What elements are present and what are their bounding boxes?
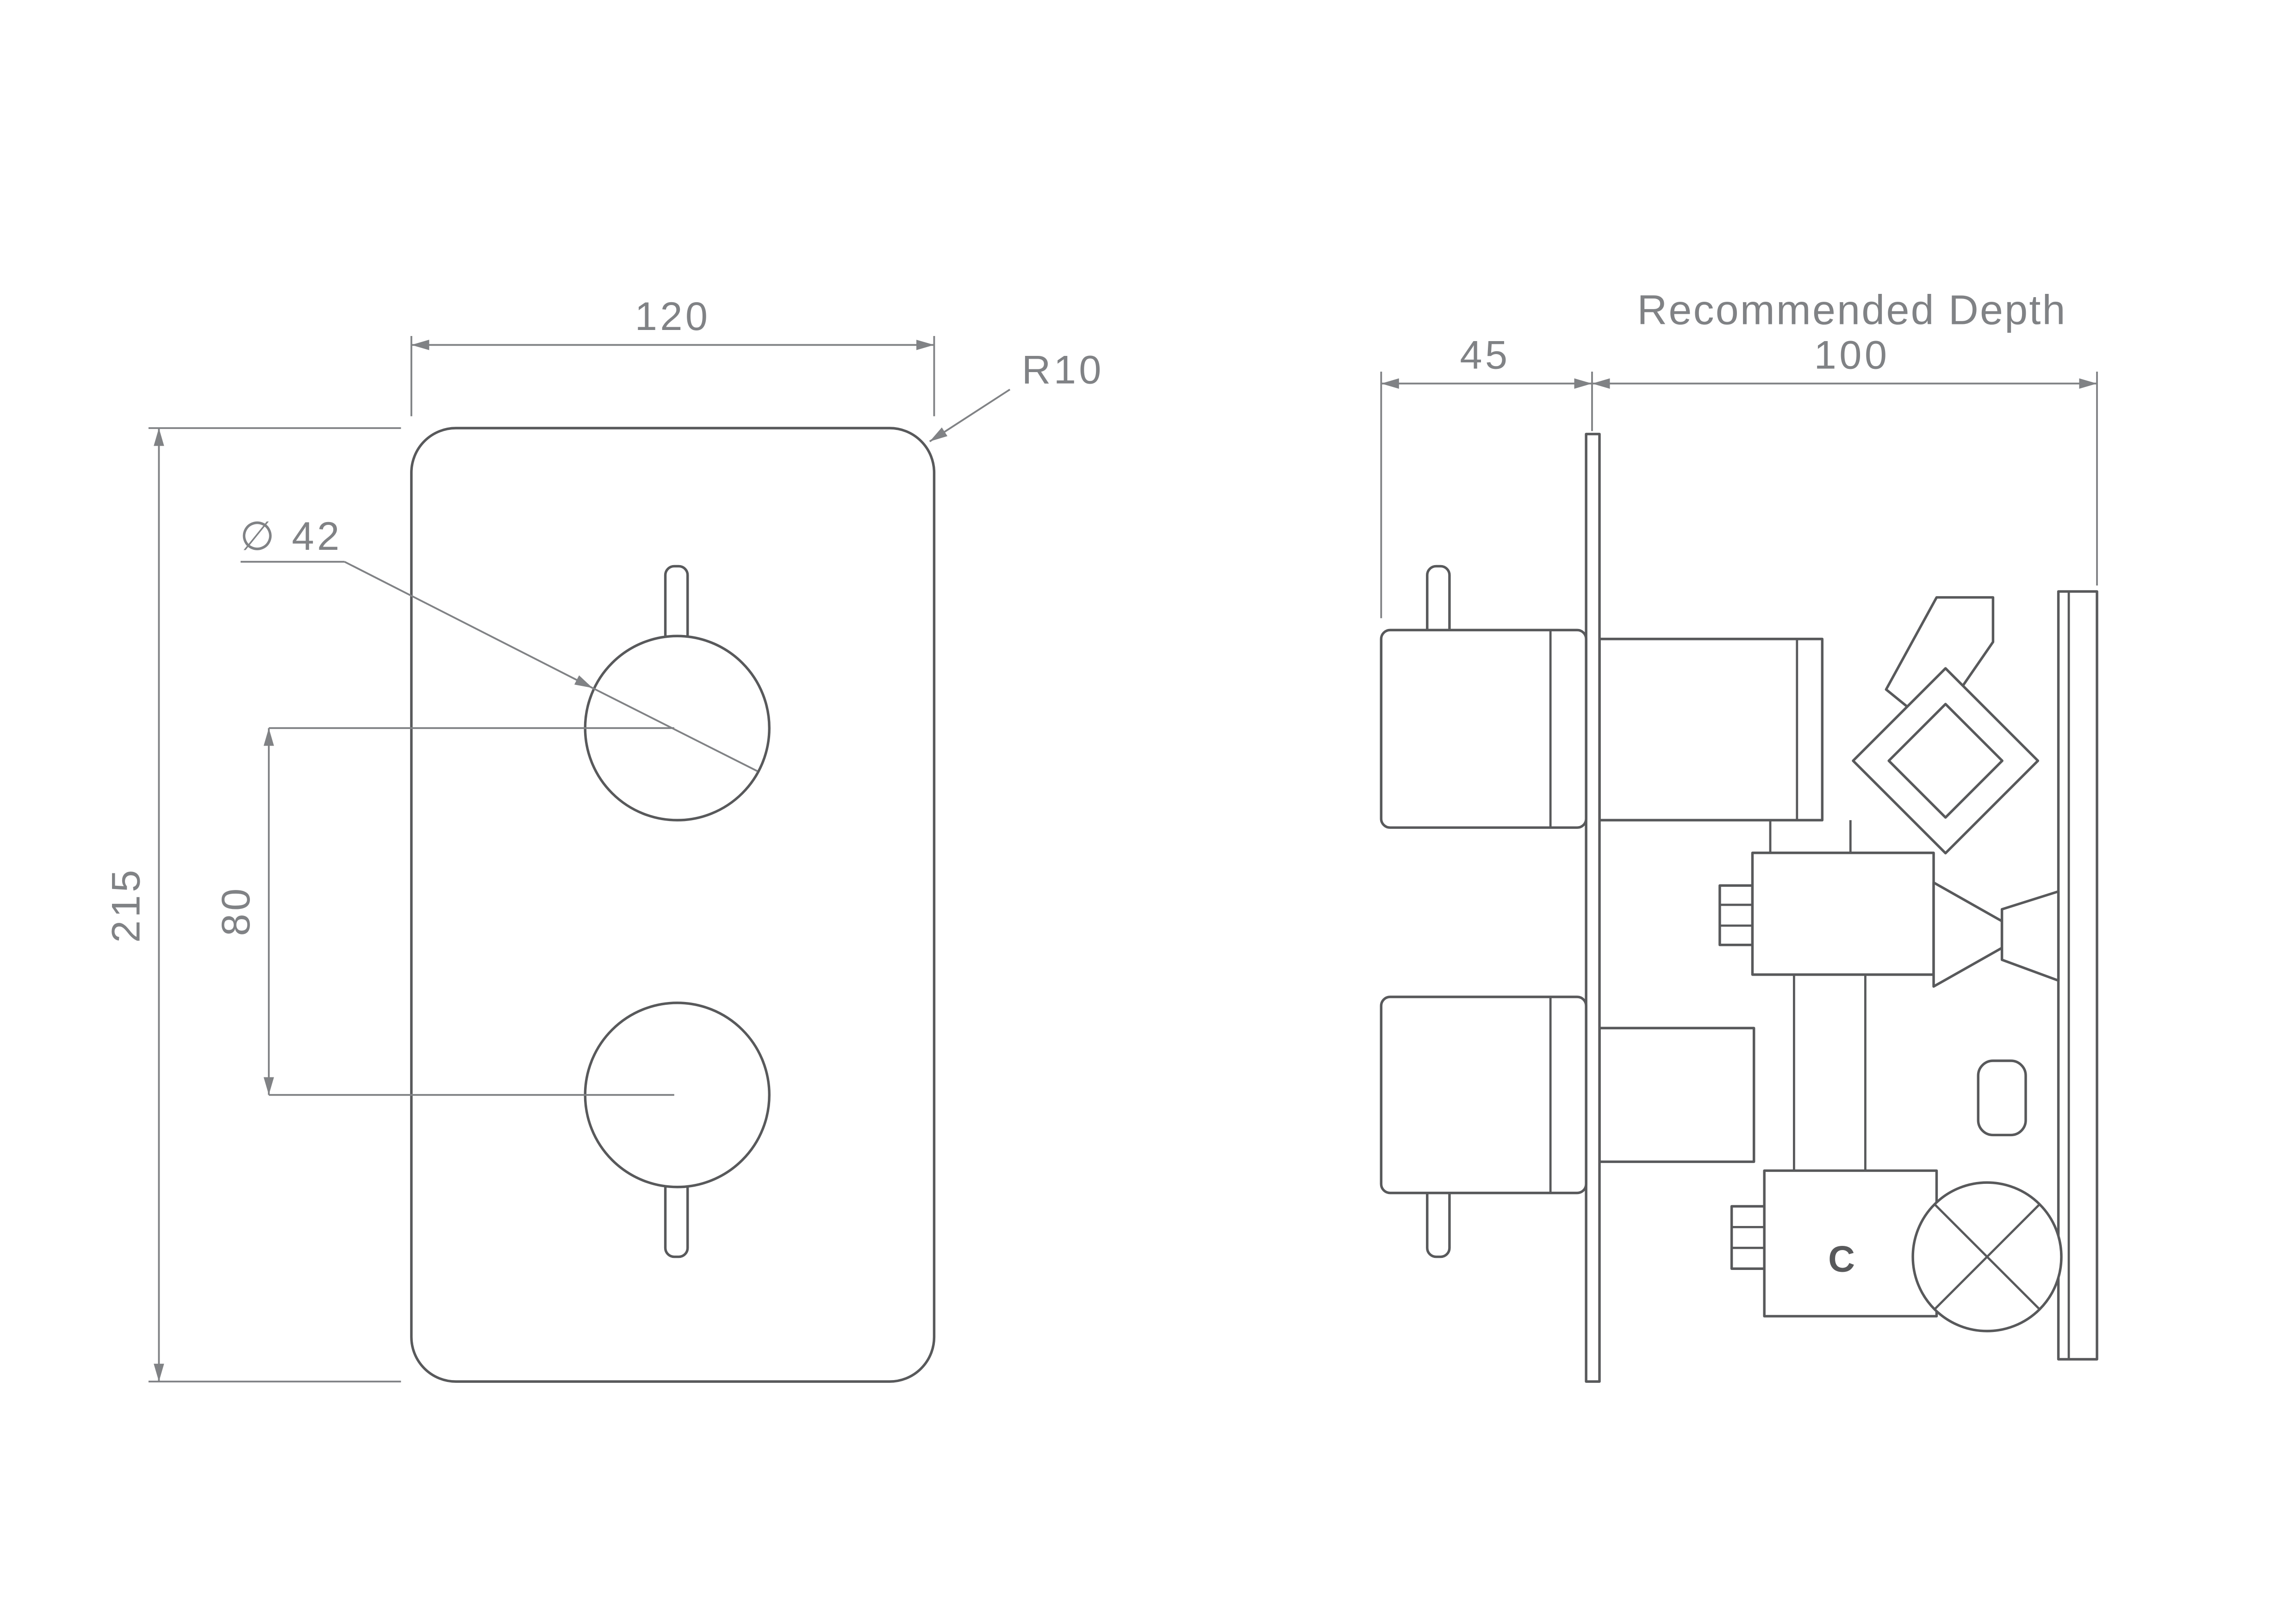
faceplate-front xyxy=(410,427,936,1383)
bottom-knob-handle xyxy=(664,1178,689,1258)
screw-slot-line xyxy=(1934,1204,2040,1310)
hex-nut-bottom xyxy=(1730,1205,1766,1270)
top-knob-handle xyxy=(664,565,689,645)
hex-nut-mid xyxy=(1718,884,1754,946)
valve-body-top xyxy=(1598,637,1824,821)
side-bottom-handle xyxy=(1380,996,1587,1195)
side-top-handle xyxy=(1380,628,1587,829)
outlet-funnel-neck xyxy=(1932,881,2004,988)
elbow-inner xyxy=(1887,703,2004,819)
dia42-leader xyxy=(344,561,593,689)
cold-port-block xyxy=(1763,1169,1938,1318)
dim-80-label: 80 xyxy=(214,885,258,936)
side-bottom-handle-pin xyxy=(1426,1184,1451,1258)
dim-215-label: 215 xyxy=(104,867,149,943)
dim-100-label: 100 xyxy=(1814,333,1890,378)
bottom-handle-shaft xyxy=(1598,1027,1755,1163)
outlet-funnel-flare xyxy=(2000,890,2060,982)
side-view: C xyxy=(1380,433,2098,1383)
r10-leader xyxy=(929,388,1011,442)
mid-valve-block xyxy=(1751,852,1935,976)
front-view xyxy=(410,427,936,1383)
front-dimensions: 120 R10 ∅ 42 80 215 xyxy=(104,294,1104,1383)
dim-45-label: 45 xyxy=(1460,333,1510,378)
faceplate-side xyxy=(1585,433,1601,1383)
elbow-fitting xyxy=(1852,667,2040,855)
dim-120-label: 120 xyxy=(635,294,711,339)
dia42-label: ∅ 42 xyxy=(240,514,342,559)
dia42-leader-tail xyxy=(592,687,758,772)
retaining-clip xyxy=(1977,1059,2027,1137)
mounting-bracket xyxy=(2057,590,2098,1361)
recommended-depth-title: Recommended Depth xyxy=(1637,287,2066,333)
side-dimensions: 45 Recommended Depth 100 xyxy=(1380,287,2098,618)
r10-label: R10 xyxy=(1022,348,1104,392)
cold-label: C xyxy=(1828,1238,1855,1280)
side-top-handle-pin xyxy=(1426,565,1451,639)
